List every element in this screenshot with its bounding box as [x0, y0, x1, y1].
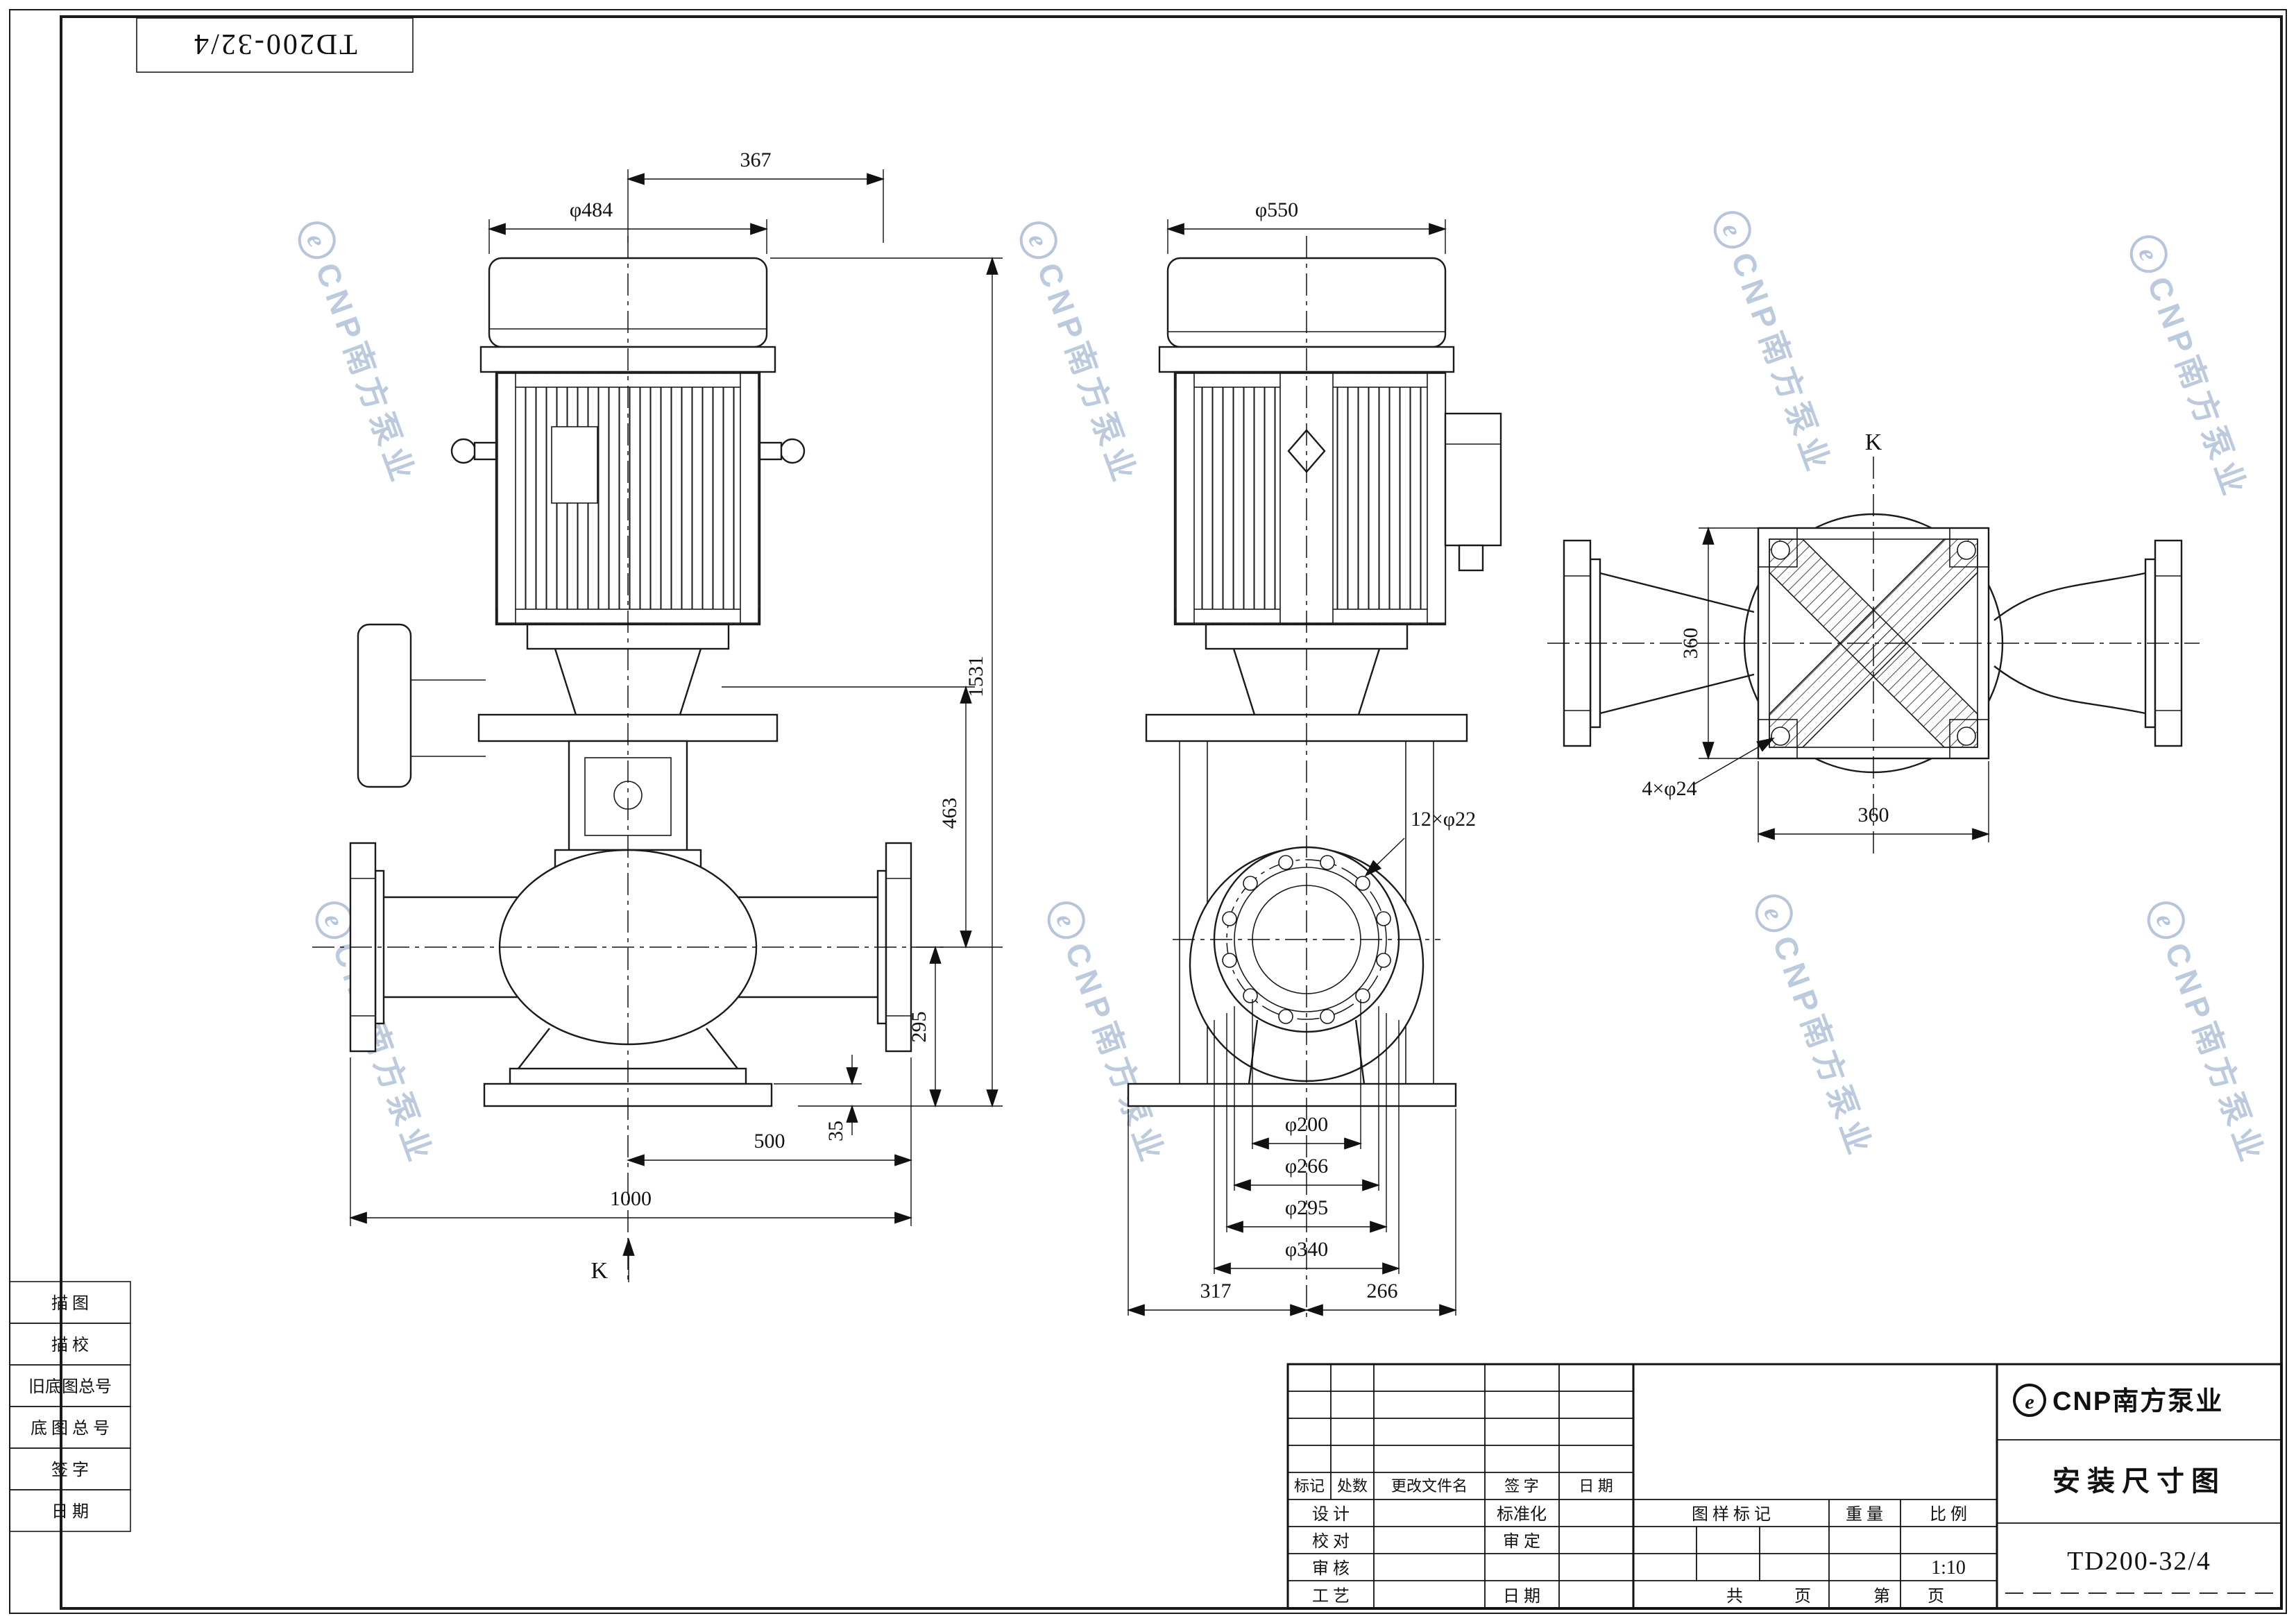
- cnp-logo-icon: e: [2147, 901, 2185, 940]
- cnp-logo-icon: e: [298, 221, 336, 260]
- role-check: 校 对: [1312, 1532, 1350, 1551]
- role-process: 工 艺: [1312, 1587, 1350, 1606]
- dim-266: 266: [1367, 1280, 1398, 1302]
- cnp-logo-icon: e: [1019, 221, 1057, 260]
- spec-header-drawing-mark: 图 样 标 记: [1692, 1505, 1771, 1524]
- title-block: 标记 处数 更改文件名 签 字 日 期 设 计 校 对 审 核 工 艺 标准化 …: [1286, 1363, 2283, 1610]
- dim-500: 500: [754, 1130, 785, 1153]
- left-margin-boxes: 描 图 描 校 旧底图总号 底 图 总 号 签 字 日 期: [9, 1281, 131, 1532]
- svg-text:e: e: [300, 230, 332, 250]
- sidebar-label-riqi: 日 期: [51, 1503, 89, 1521]
- cnp-logo-icon: e: [1755, 894, 1793, 933]
- rev-header-file: 更改文件名: [1391, 1477, 1468, 1495]
- sidebar-label-miaotu: 描 图: [51, 1294, 89, 1313]
- dim-phi484: φ484: [570, 198, 613, 221]
- spec-header-scale: 比 例: [1930, 1505, 1967, 1524]
- cnp-logo-icon: e: [2025, 1391, 2034, 1413]
- svg-text:e: e: [1050, 910, 1081, 931]
- dim-bolt-holes-12: 12×φ22: [1411, 808, 1476, 831]
- cnp-watermark: e CNP南方泵业: [1755, 894, 1880, 1164]
- company-name: CNP南方泵业: [2052, 1387, 2223, 1416]
- cnp-watermark: e CNP南方泵业: [298, 221, 423, 491]
- sidebar-label-qianzi: 签 字: [51, 1461, 89, 1479]
- sidebar-label-ditu: 底 图 总 号: [31, 1419, 110, 1438]
- sheet-frame: [9, 9, 2287, 1614]
- dim-35: 35: [824, 1121, 847, 1141]
- view-label-k-front: K: [590, 1258, 608, 1284]
- dim-317: 317: [1200, 1280, 1232, 1302]
- sidebar-label-jiuditu: 旧底图总号: [28, 1377, 112, 1396]
- dim-1000: 1000: [610, 1187, 652, 1210]
- role-review: 审 核: [1312, 1559, 1350, 1578]
- watermark-text: CNP南方泵业: [2158, 938, 2272, 1171]
- dim-phi200: φ200: [1285, 1113, 1328, 1136]
- front-view-drawing: [312, 236, 944, 1284]
- watermark-text: CNP南方泵业: [1766, 931, 1880, 1164]
- svg-text:e: e: [1716, 219, 1747, 240]
- cnp-logo: e CNP南方泵业: [2013, 1384, 2223, 1417]
- role-design: 设 计: [1312, 1505, 1350, 1524]
- front-view-dimensions: 367 φ484 1531 463 295 35 500 1000 K: [348, 148, 1003, 1284]
- cnp-logo-icon: e: [1713, 211, 1751, 249]
- cnp-logo-icon: e: [1047, 901, 1085, 940]
- svg-text:e: e: [2132, 244, 2163, 264]
- role-date: 日 期: [1503, 1588, 1540, 1606]
- dim-360-horizontal: 360: [1858, 804, 1889, 826]
- spec-header-weight: 重 量: [1846, 1505, 1883, 1524]
- rev-header-count: 处数: [1337, 1477, 1368, 1495]
- dim-phi266: φ266: [1285, 1155, 1328, 1178]
- cnp-watermark: e CNP南方泵业: [2147, 901, 2272, 1171]
- svg-text:e: e: [1022, 230, 1053, 250]
- svg-text:e: e: [1758, 903, 1789, 924]
- drawing-title: 安装尺寸图: [2052, 1465, 2226, 1497]
- dim-bolt-holes-4: 4×φ24: [1642, 777, 1697, 800]
- pages-total-unit: 页: [1794, 1588, 1811, 1606]
- top-view-drawing: [1547, 457, 2200, 853]
- rev-header-date: 日 期: [1579, 1477, 1613, 1495]
- watermark-text: CNP南方泵业: [309, 258, 423, 491]
- sidebar-label-miaojiao: 描 校: [51, 1336, 89, 1354]
- role-approve: 审 定: [1503, 1532, 1540, 1551]
- dim-phi550: φ550: [1255, 198, 1298, 221]
- dim-phi340: φ340: [1285, 1238, 1328, 1261]
- dim-phi295: φ295: [1285, 1196, 1328, 1219]
- rev-header-mark: 标记: [1294, 1477, 1325, 1495]
- role-standardize: 标准化: [1497, 1505, 1547, 1524]
- cnp-watermark: e CNP南方泵业: [2129, 235, 2254, 504]
- pages-total-label: 共: [1726, 1587, 1743, 1606]
- scale-value: 1:10: [1931, 1557, 1966, 1579]
- top-view-dimensions: K 360 360 4×φ24: [1642, 430, 1991, 842]
- side-view-drawing: [1127, 236, 1502, 1318]
- watermark-text: CNP南方泵业: [2141, 272, 2254, 504]
- corner-label-box: TD200-32/4: [136, 17, 414, 73]
- dim-1531: 1531: [964, 656, 987, 697]
- watermark-text: CNP南方泵业: [1058, 938, 1172, 1171]
- watermark-text: CNP南方泵业: [1030, 258, 1144, 491]
- cnp-logo-icon: e: [2129, 235, 2168, 273]
- pages-number-label: 第: [1873, 1587, 1890, 1606]
- model-number: TD200-32/4: [2067, 1547, 2211, 1576]
- dim-295: 295: [908, 1012, 930, 1043]
- side-view-dimensions: φ550 12×φ22 φ200 φ266 φ295 φ340 317 266: [1126, 198, 1476, 1316]
- view-label-k-top: K: [1865, 430, 1882, 455]
- cnp-watermark: e CNP南方泵业: [1713, 211, 1838, 480]
- rev-header-signature: 签 字: [1504, 1477, 1539, 1495]
- watermark-text: CNP南方泵业: [1724, 248, 1838, 480]
- dim-463: 463: [938, 798, 961, 829]
- cnp-watermark: e CNP南方泵业: [1047, 901, 1172, 1171]
- pages-number-unit: 页: [1928, 1588, 1944, 1606]
- cnp-watermark: e CNP南方泵业: [1019, 221, 1144, 491]
- corner-drawing-number: TD200-32/4: [192, 28, 357, 60]
- svg-text:e: e: [2150, 910, 2181, 931]
- dim-367: 367: [740, 148, 772, 171]
- svg-text:e: e: [318, 910, 349, 931]
- dim-360-vertical: 360: [1679, 628, 1702, 659]
